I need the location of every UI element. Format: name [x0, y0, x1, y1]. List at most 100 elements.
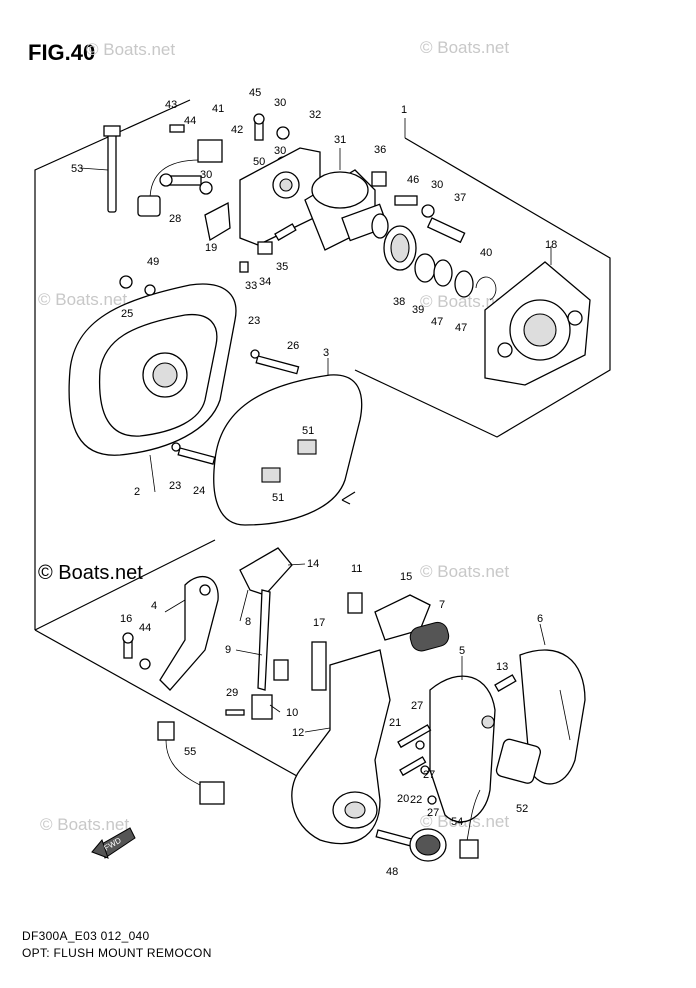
- label-32: 32: [309, 109, 321, 121]
- label-36: 36: [374, 144, 386, 156]
- label-34: 34: [259, 276, 271, 288]
- part-labels: 1 2 3 4 5 6 7 8 9 10 11 12 13 14 15 16 1…: [71, 87, 557, 878]
- detent-parts: [225, 592, 363, 720]
- label-6: 6: [537, 613, 543, 625]
- diagram-caption: OPT: FLUSH MOUNT REMOCON: [22, 946, 212, 960]
- label-37: 37: [454, 192, 466, 204]
- label-50: 50: [253, 156, 265, 168]
- label-41: 41: [212, 103, 224, 115]
- label-20: 20: [397, 793, 409, 805]
- label-35: 35: [276, 261, 288, 273]
- figure-title: FIG.40: [28, 40, 96, 65]
- label-7: 7: [439, 599, 445, 611]
- part-12-handle: [291, 649, 391, 845]
- watermark: © Boats.net: [420, 38, 510, 57]
- label-48: 48: [386, 866, 398, 878]
- label-51a: 51: [302, 425, 314, 437]
- part-harness-connector: [137, 139, 223, 217]
- label-12: 12: [292, 727, 304, 739]
- label-18: 18: [545, 239, 557, 251]
- label-49: 49: [147, 256, 159, 268]
- label-39: 39: [412, 304, 424, 316]
- part-54-cable: [459, 789, 481, 859]
- label-30a: 30: [274, 97, 286, 109]
- label-47b: 47: [455, 322, 467, 334]
- watermark: © Boats.net: [420, 562, 510, 581]
- label-23b: 23: [169, 480, 181, 492]
- screws: [159, 113, 466, 244]
- small-parts: [239, 171, 418, 273]
- part-19-clip: [204, 201, 231, 242]
- part-53-cable-tie: [103, 125, 121, 213]
- label-21: 21: [389, 717, 401, 729]
- label-9: 9: [225, 644, 231, 656]
- label-29: 29: [226, 687, 238, 699]
- label-3: 3: [323, 347, 329, 359]
- watermark: © Boats.net: [38, 290, 128, 309]
- label-42: 42: [231, 124, 243, 136]
- part-17-plate: [311, 641, 327, 691]
- label-25: 25: [121, 308, 133, 320]
- label-30d: 30: [431, 179, 443, 191]
- cover-screws: [119, 275, 300, 465]
- label-45: 45: [249, 87, 261, 99]
- main-watermark: © Boats.net: [38, 562, 143, 584]
- label-22: 22: [410, 794, 422, 806]
- label-5: 5: [459, 645, 465, 657]
- label-52: 52: [516, 803, 528, 815]
- label-31: 31: [334, 134, 346, 146]
- label-28: 28: [169, 213, 181, 225]
- label-1: 1: [401, 104, 407, 116]
- watermark: © Boats.net: [420, 292, 510, 311]
- label-55: 55: [184, 746, 196, 758]
- label-11: 11: [351, 563, 362, 575]
- label-24: 24: [193, 485, 205, 497]
- part-3-plate: [213, 374, 363, 526]
- label-16: 16: [120, 613, 132, 625]
- switch-parts: [374, 594, 450, 652]
- watermark: © Boats.net: [40, 815, 130, 834]
- label-43: 43: [165, 99, 177, 111]
- label-15: 15: [400, 571, 412, 583]
- part-8-arm: [239, 547, 293, 691]
- part-4-lever: [159, 576, 219, 691]
- label-19: 19: [205, 242, 217, 254]
- label-54: 54: [451, 816, 463, 828]
- switch-52: [494, 674, 542, 784]
- diagram-code: DF300A_E03 012_040: [22, 929, 150, 943]
- label-30b: 30: [274, 145, 286, 157]
- label-40: 40: [480, 247, 492, 259]
- fwd-arrow-icon: [91, 827, 136, 859]
- snap-rings: [383, 225, 497, 301]
- part-5-grip: [429, 675, 496, 823]
- label-4: 4: [151, 600, 157, 612]
- lever-screw: [122, 632, 151, 670]
- part-32-plate: [239, 147, 321, 246]
- label-27a: 27: [411, 700, 423, 712]
- part-2-cover: [68, 283, 237, 456]
- label-23a: 23: [248, 315, 260, 327]
- label-53: 53: [71, 163, 83, 175]
- label-13: 13: [496, 661, 508, 673]
- label-30c: 30: [200, 169, 212, 181]
- label-27b: 27: [423, 769, 435, 781]
- label-17: 17: [313, 617, 325, 629]
- assembly-frame: [34, 99, 611, 801]
- part-31-shaft: [304, 169, 389, 251]
- label-44a: 44: [184, 115, 196, 127]
- label-8: 8: [245, 616, 251, 628]
- label-10: 10: [286, 707, 298, 719]
- leader-lines: [79, 118, 552, 733]
- part-55-harness: [157, 721, 225, 805]
- part-18-housing: [484, 261, 591, 386]
- label-26: 26: [287, 340, 299, 352]
- label-46: 46: [407, 174, 419, 186]
- grip-screws: [375, 724, 447, 862]
- watermark: © Boats.net: [86, 40, 176, 59]
- label-27c: 27: [427, 807, 439, 819]
- label-44b: 44: [139, 622, 151, 634]
- label-38: 38: [393, 296, 405, 308]
- label-33: 33: [245, 280, 257, 292]
- label-51b: 51: [272, 492, 284, 504]
